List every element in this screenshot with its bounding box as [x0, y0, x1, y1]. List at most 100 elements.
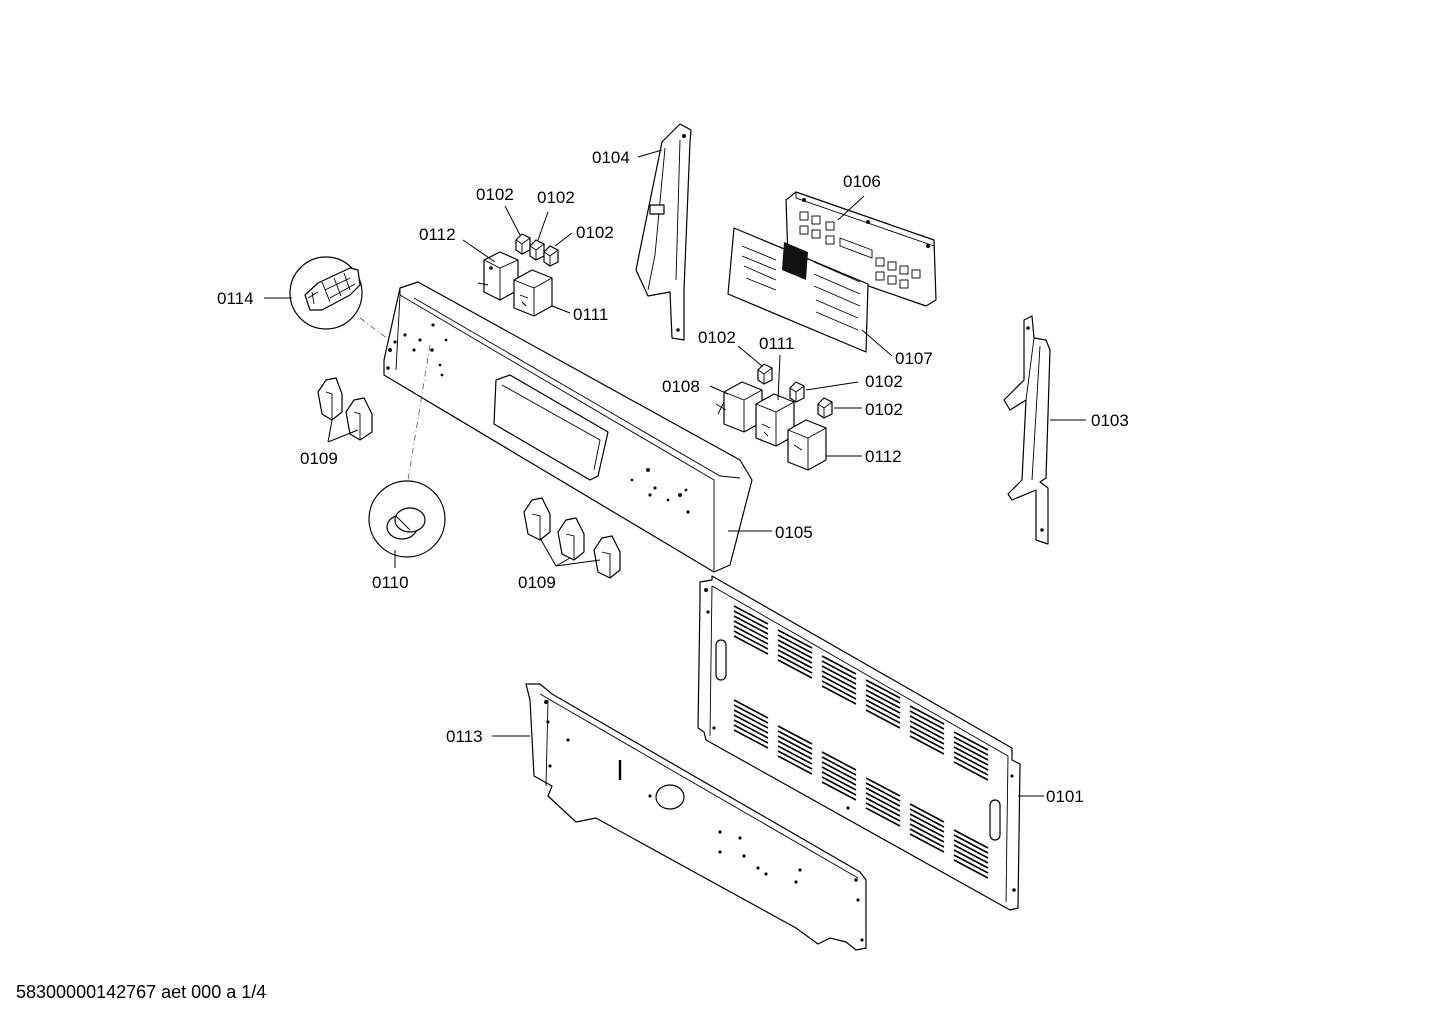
louver-slot: [733, 620, 769, 640]
louver-slot: [777, 629, 813, 649]
label-0111-upper: 0111: [573, 305, 608, 324]
louver-slot: [821, 781, 857, 801]
louver-slot: [909, 813, 945, 833]
louver-slot: [821, 680, 857, 700]
louver-slot: [733, 704, 769, 724]
louver-slot: [821, 660, 857, 680]
label-0103: 0103: [1091, 411, 1129, 430]
louver-slot: [953, 736, 989, 756]
label-0110: 0110: [372, 573, 409, 592]
louver-slot: [909, 823, 945, 843]
louver-slot: [909, 715, 945, 735]
louver-slot: [733, 610, 769, 630]
part-0108-switch: [715, 381, 763, 433]
louver-slot: [909, 828, 945, 848]
louver-slot: [821, 776, 857, 796]
louver-slot: [777, 735, 813, 755]
louver-slot: [865, 787, 901, 807]
part-0102-clip-upper-1: [515, 233, 531, 255]
part-0109-knob-bottom-1: [523, 497, 551, 541]
part-0102-clip-lower-1: [757, 363, 773, 385]
louver-slot: [821, 766, 857, 786]
louver-slot: [953, 751, 989, 771]
louver-slot: [733, 699, 769, 719]
part-0112-switch-upper: [477, 251, 519, 301]
label-0107: 0107: [895, 349, 933, 368]
louver-slot: [865, 792, 901, 812]
part-0102-clip-lower-2: [789, 381, 805, 403]
louver-slot: [733, 635, 769, 655]
louver-slot: [909, 833, 945, 853]
part-0112-switch-lower: [787, 419, 827, 471]
louver-slot: [865, 689, 901, 709]
louver-slot: [865, 807, 901, 827]
louver-slot: [865, 694, 901, 714]
louver-slot: [865, 704, 901, 724]
louver-slot: [821, 675, 857, 695]
label-0102-c: 0102: [576, 223, 614, 242]
louver-slot: [733, 714, 769, 734]
louver-slot: [821, 756, 857, 776]
louver-slot: [733, 729, 769, 749]
louver-slot: [733, 605, 769, 625]
louver-slot: [953, 741, 989, 761]
louver-slot: [777, 644, 813, 664]
louver-slot: [953, 761, 989, 781]
louver-slot: [953, 849, 989, 869]
louver-slot: [777, 639, 813, 659]
label-0112-upper: 0112: [419, 225, 456, 244]
label-0109-left: 0109: [300, 449, 338, 468]
louver-slot: [821, 761, 857, 781]
louver-slot: [733, 719, 769, 739]
drawing-footer: 58300000142767 aet 000 a 1/4: [16, 982, 266, 1002]
louver-slot: [821, 771, 857, 791]
louver-slot: [865, 797, 901, 817]
louver-slot: [909, 710, 945, 730]
label-0106: 0106: [843, 172, 881, 191]
part-0111-switch-upper: [513, 269, 553, 317]
part-0101-rear-cover: [697, 575, 1021, 911]
label-0114: 0114: [217, 289, 254, 308]
louver-slot: [909, 808, 945, 828]
louver-slot: [953, 756, 989, 776]
part-0105-control-panel: [383, 281, 753, 573]
part-0109-knob-bottom-2: [557, 517, 585, 561]
louver-slot: [953, 834, 989, 854]
part-0114-screw: [289, 256, 363, 330]
part-0102-clip-upper-2: [529, 239, 545, 261]
louver-slot: [909, 735, 945, 755]
part-0104-side-bracket: [635, 123, 692, 341]
louver-slot: [865, 709, 901, 729]
part-0107-overlay: [727, 227, 869, 353]
label-0102-b: 0102: [537, 188, 575, 207]
louver-slot: [909, 725, 945, 745]
louver-slot: [953, 731, 989, 751]
part-0103-side-bracket: [1003, 315, 1051, 545]
label-0102-a: 0102: [476, 185, 514, 204]
louver-slot: [953, 854, 989, 874]
label-0102-d: 0102: [698, 328, 736, 347]
louver-slot: [777, 725, 813, 745]
louver-slot: [821, 685, 857, 705]
louver-slot: [777, 649, 813, 669]
louver-slot: [953, 859, 989, 879]
louver-slot: [733, 709, 769, 729]
louver-slot: [733, 724, 769, 744]
louver-slot: [953, 839, 989, 859]
label-0102-e: 0102: [865, 372, 903, 391]
louver-slot: [733, 630, 769, 650]
louver-slot: [777, 659, 813, 679]
part-0102-clip-lower-3: [817, 397, 833, 419]
label-0111-lower: 0111: [759, 334, 794, 353]
louver-slot: [777, 634, 813, 654]
part-0109-knob-bottom-3: [593, 535, 621, 579]
louver-slot: [733, 615, 769, 635]
louver-slot: [865, 684, 901, 704]
label-0109-bottom: 0109: [518, 573, 556, 592]
label-0112-lower: 0112: [865, 447, 902, 466]
louver-slot: [733, 625, 769, 645]
louver-slot: [909, 803, 945, 823]
louver-slot: [909, 730, 945, 750]
louver-slot: [821, 665, 857, 685]
